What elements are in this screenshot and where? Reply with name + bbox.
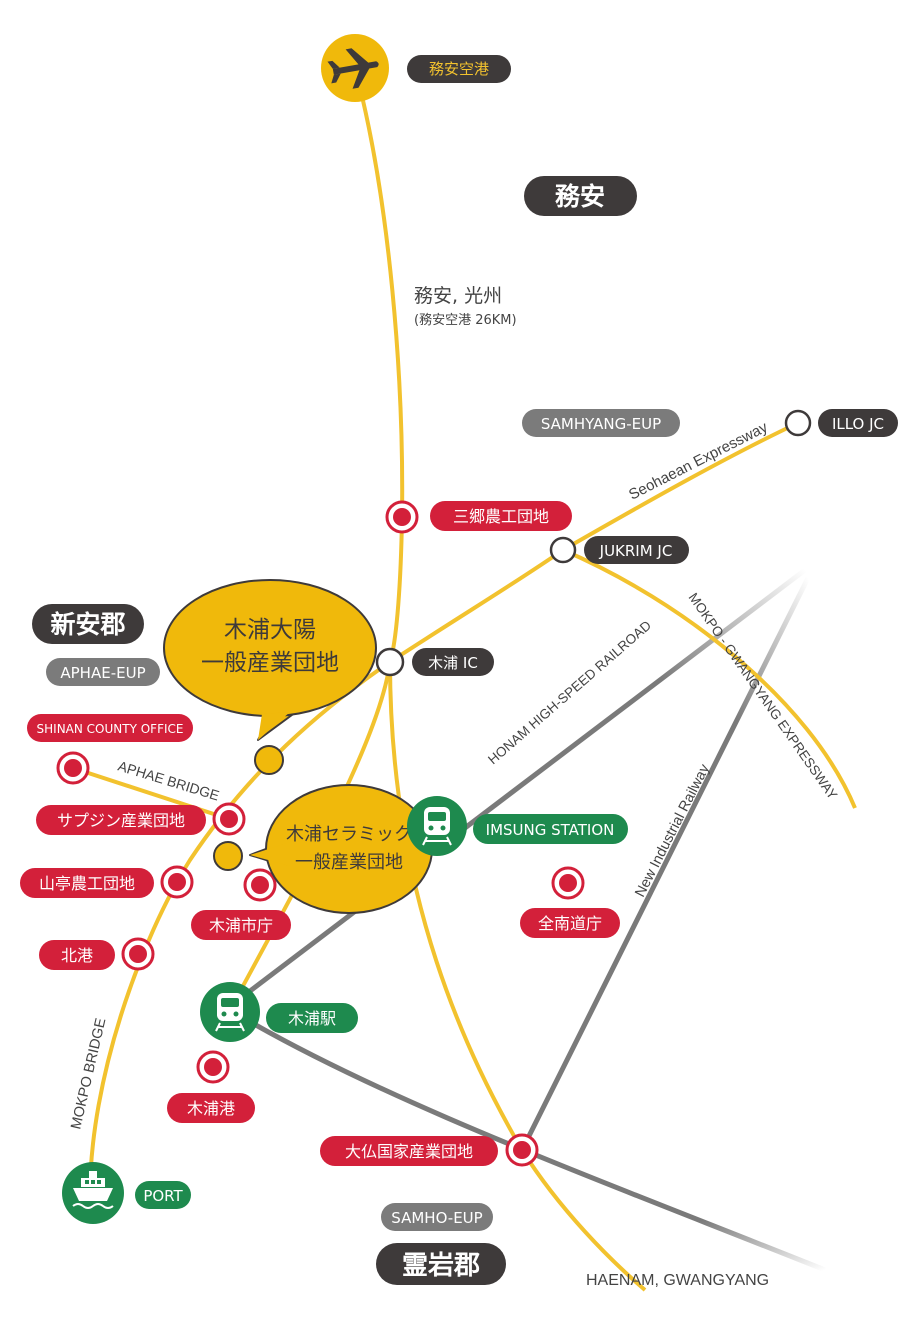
shinan-office-bg xyxy=(27,714,193,742)
junction-jukrim-label: JUKRIM JC xyxy=(599,542,673,560)
samhyang-agri-bg xyxy=(430,501,572,531)
region-yeongam-bg xyxy=(376,1243,506,1285)
junction-mokpo-ic-label: 木浦 IC xyxy=(428,654,478,672)
samhyang-agri-marker[interactable] xyxy=(385,500,419,534)
junction-mokpo-ic-bg xyxy=(412,648,494,676)
jeonnam-bg xyxy=(520,908,620,938)
shinan-office-label: SHINAN COUNTY OFFICE xyxy=(37,722,184,736)
port-bg xyxy=(135,1181,191,1209)
ceramic-callout[interactable]: 木浦セラミック 一般産業団地 xyxy=(249,784,433,914)
sapjin-bg xyxy=(36,805,206,835)
aphae-bridge-line xyxy=(72,766,230,821)
north-port-label: 北港 xyxy=(61,946,93,965)
mokpo-city-marker[interactable] xyxy=(243,868,277,902)
daebul-bg xyxy=(320,1136,498,1166)
airport-label: 務安空港 xyxy=(429,60,489,78)
airport-marker[interactable] xyxy=(321,34,389,102)
samhyang-agri-label: 三郷農工団地 xyxy=(453,507,549,526)
airport-road-line xyxy=(353,67,405,663)
mokpo-station-marker[interactable] xyxy=(200,982,260,1042)
airport-label-bg xyxy=(407,55,511,83)
ship-icon xyxy=(72,1171,114,1209)
junction-illo[interactable] xyxy=(784,409,812,437)
daebul-label: 大仏国家産業団地 xyxy=(345,1142,473,1161)
daeyang-location-dot[interactable] xyxy=(254,745,284,775)
port-marker[interactable] xyxy=(62,1162,124,1224)
mokpo-station-bg xyxy=(266,1003,358,1033)
region-shinan-label: 新安郡 xyxy=(50,610,125,639)
district-samhyang-label: SAMHYANG-EUP xyxy=(541,415,661,433)
seohaean-expressway-line xyxy=(88,421,799,1196)
santei-bg xyxy=(20,868,154,898)
region-shinan-bg xyxy=(32,604,144,644)
imsung-station-label: IMSUNG STATION xyxy=(486,821,615,839)
daeyang-callout-line2: 一般産業団地 xyxy=(201,650,339,676)
daebul-marker[interactable] xyxy=(505,1133,539,1167)
mokpo-city-label: 木浦市庁 xyxy=(209,916,273,935)
district-samho-bg xyxy=(381,1203,493,1231)
santei-marker[interactable] xyxy=(160,865,194,899)
district-aphae-bg xyxy=(46,658,160,686)
junction-jukrim[interactable] xyxy=(549,536,577,564)
north-port-bg xyxy=(39,940,115,970)
mokpo-port-marker[interactable] xyxy=(196,1050,230,1084)
junction-mokpo-ic[interactable] xyxy=(375,647,405,677)
imsung-station-bg xyxy=(473,814,628,844)
ceramic-callout-line1: 木浦セラミック xyxy=(286,824,412,845)
jeonnam-label: 全南道庁 xyxy=(538,914,602,933)
district-samho-label: SAMHO-EUP xyxy=(391,1209,482,1227)
daeyang-callout[interactable]: 木浦大陽 一般産業団地 xyxy=(163,579,377,741)
southern-railway-line xyxy=(228,1007,826,1273)
new-industrial-railway-label: New Industrial Railway xyxy=(632,761,713,900)
direction-south-label: HAENAM, GWANGYANG xyxy=(586,1272,769,1289)
junction-illo-label: ILLO JC xyxy=(832,415,884,433)
mokpo-gwangyang-expressway-line xyxy=(562,548,857,809)
junction-illo-bg xyxy=(818,409,898,437)
region-muan-bg xyxy=(524,176,637,216)
district-aphae-label: APHAE-EUP xyxy=(60,664,145,682)
shinan-office-marker[interactable] xyxy=(56,751,90,785)
ceramic-location-dot[interactable] xyxy=(213,841,243,871)
airplane-icon xyxy=(327,48,379,89)
north-port-marker[interactable] xyxy=(121,937,155,971)
port-label: PORT xyxy=(143,1187,183,1205)
honam-high-speed-railroad-line xyxy=(223,568,807,1012)
district-samhyang-bg xyxy=(522,409,680,437)
santei-label: 山亭農工団地 xyxy=(39,874,135,893)
region-muan-label: 務安 xyxy=(555,182,605,211)
honam-high-speed-railroad-label: HONAM HIGH-SPEED RAILROAD xyxy=(485,617,654,767)
ceramic-callout-line2: 一般産業団地 xyxy=(295,852,403,873)
aphae-bridge-label: APHAE BRIDGE xyxy=(116,758,221,804)
junction-jukrim-bg xyxy=(584,536,689,564)
mokpo-port-label: 木浦港 xyxy=(187,1099,235,1118)
direction-north-title: 務安, 光州 xyxy=(414,285,502,307)
jeonnam-marker[interactable] xyxy=(551,866,585,900)
mokpo-station-label: 木浦駅 xyxy=(288,1009,336,1028)
imsung-station-marker[interactable] xyxy=(407,796,467,856)
mokpo-port-bg xyxy=(167,1093,255,1123)
region-yeongam-label: 霊岩郡 xyxy=(402,1251,480,1281)
train-icon xyxy=(215,993,245,1032)
sapjin-marker[interactable] xyxy=(212,802,246,836)
daeyang-callout-line1: 木浦大陽 xyxy=(224,617,316,643)
new-industrial-railway-line xyxy=(519,576,811,1152)
sapjin-label: サプジン産業団地 xyxy=(57,811,185,830)
mokpo-city-bg xyxy=(191,910,291,940)
train-icon xyxy=(422,807,452,846)
direction-north-subtitle: (務安空港 26KM) xyxy=(414,313,517,328)
